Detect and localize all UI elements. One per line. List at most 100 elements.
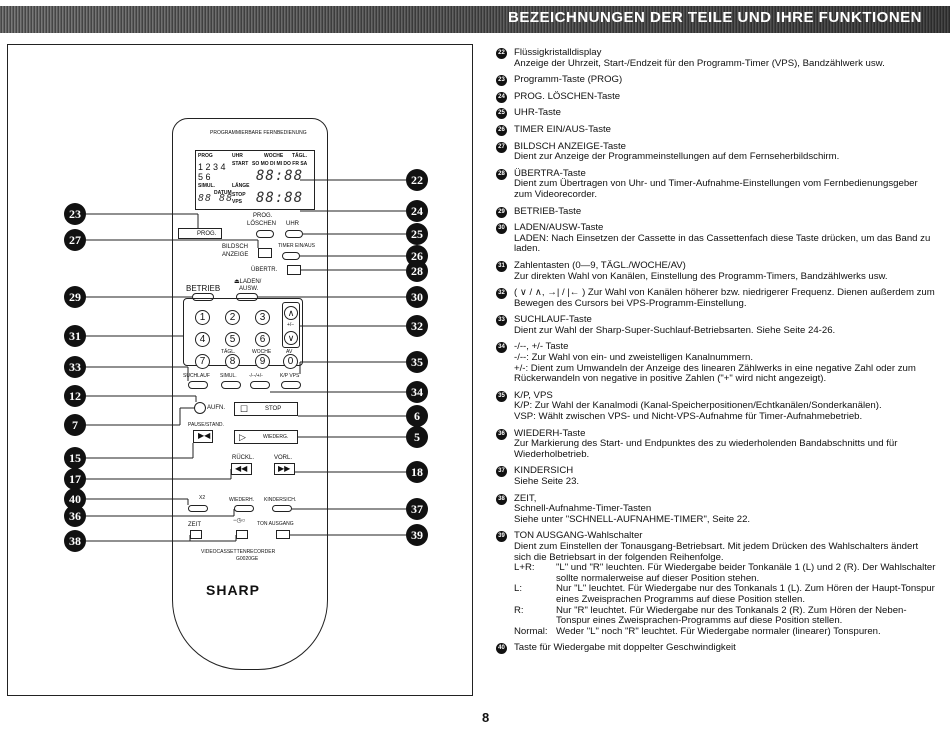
- channel-up-button[interactable]: ∧: [284, 306, 298, 320]
- av-label: AV: [286, 349, 293, 355]
- pause-label: PAUSE/STAND.: [188, 422, 224, 428]
- item-title: BILDSCH ANZEIGE-Taste: [514, 140, 626, 152]
- item-title: Programm-Taste (PROG): [514, 74, 623, 86]
- callout-18: 18: [406, 461, 428, 483]
- prog-loeschen-button[interactable]: [256, 230, 274, 238]
- uhr-button[interactable]: [285, 230, 303, 238]
- bildsch-anzeige-button[interactable]: [258, 248, 272, 258]
- item-number-badge: 29: [496, 206, 507, 218]
- numkey-5[interactable]: 5: [225, 332, 240, 347]
- item-number-badge: 37: [496, 466, 507, 478]
- item-title: K/P, VPS: [514, 389, 553, 401]
- lcd-datum: DATUM: [214, 190, 232, 196]
- timer-button[interactable]: [282, 252, 300, 260]
- item-number-badge: 35: [496, 390, 507, 402]
- callout-23: 23: [64, 203, 86, 225]
- zeit-label: ZEIT: [188, 522, 201, 528]
- callout-24: 24: [406, 200, 428, 222]
- item-number-badge: 26: [496, 124, 507, 136]
- x2-label: X2: [199, 495, 206, 501]
- clock-icon: −◷○: [233, 518, 246, 524]
- channel-down-button[interactable]: ∨: [284, 331, 298, 345]
- prog-button[interactable]: PROG.: [178, 228, 222, 239]
- item-title: Zahlentasten (0—9, TÄGL./WOCHE/AV): [514, 259, 686, 271]
- numkey-7[interactable]: 7: [195, 354, 210, 369]
- lcd-uhr: UHR: [232, 153, 243, 159]
- laden-label-2: AUSW.: [239, 286, 259, 292]
- stop-button[interactable]: ☐ STOP: [234, 402, 298, 416]
- ubertr-button[interactable]: [287, 265, 301, 275]
- kindersich-button[interactable]: [272, 505, 292, 512]
- wiederh-button[interactable]: [234, 505, 254, 512]
- wiederg-button[interactable]: ▷ WIEDERG.: [234, 430, 298, 444]
- item-text: Dient zum Übertragen von Uhr- und Timer-…: [514, 178, 918, 200]
- callout-22: 22: [406, 169, 428, 191]
- vorl-button[interactable]: ▶▶: [274, 463, 295, 475]
- lcd-time-1: 88:88: [256, 168, 304, 184]
- item-number-badge: 34: [496, 342, 507, 354]
- item-text: Dient zur Wahl der Sharp-Super-Suchlauf-…: [514, 324, 836, 336]
- item-number-badge: 38: [496, 493, 507, 505]
- lcd-segments-left: 88 88: [198, 193, 234, 204]
- pause-button[interactable]: ▶◀: [193, 430, 213, 443]
- lcd-vps: VPS: [232, 199, 243, 205]
- item-title: WIEDERH-Taste: [514, 427, 586, 439]
- zeit-button[interactable]: [190, 530, 202, 539]
- rueckl-button[interactable]: ◀◀: [231, 463, 252, 475]
- betrieb-label: BETRIEB: [186, 284, 221, 293]
- item-text: Siehe Seite 23.: [514, 476, 580, 487]
- callout-27: 27: [64, 229, 86, 251]
- callout-31: 31: [64, 325, 86, 347]
- simul-button[interactable]: [221, 381, 241, 389]
- dash-button[interactable]: [250, 381, 270, 389]
- remote-control-body: [172, 118, 328, 670]
- numkey-1[interactable]: 1: [195, 310, 210, 325]
- numkey-3[interactable]: 3: [255, 310, 270, 325]
- aufn-label: AUFN.: [207, 405, 225, 411]
- ton-mode: Normal:: [514, 625, 548, 637]
- item-title: -/--, +/- Taste: [514, 341, 569, 353]
- item-title: TON AUSGANG-Wahlschalter: [514, 530, 643, 542]
- callout-33: 33: [64, 356, 86, 378]
- lcd-stop: STOP: [232, 192, 246, 198]
- item-number-badge: 39: [496, 531, 507, 543]
- numkey-4[interactable]: 4: [195, 332, 210, 347]
- betrieb-button[interactable]: [192, 293, 214, 301]
- item-number-badge: 28: [496, 168, 507, 180]
- timer-label: TIMER EIN/AUS: [278, 243, 315, 249]
- numkey-9[interactable]: 9: [255, 354, 270, 369]
- laden-button[interactable]: [236, 293, 258, 301]
- item-text: Dient zur Anzeige der Programmeinstellun…: [514, 151, 840, 163]
- numkey-0[interactable]: 0: [283, 354, 298, 369]
- lcd-display: PROG 1 2 3 4 5 6 UHR START WOCHE TÄGL. S…: [195, 150, 315, 210]
- item-text: Zur Markierung des Start- und Endpunktes…: [514, 438, 898, 460]
- numkey-2[interactable]: 2: [225, 310, 240, 325]
- prog-loeschen-label-2: LÖSCHEN: [247, 221, 277, 227]
- dash-label: -/--/+/-: [249, 373, 263, 379]
- description-item-32: 32( ∨ / ∧, →| / |← ) Zur Wahl von Kanäle…: [496, 287, 936, 309]
- item-number-badge: 33: [496, 315, 507, 327]
- lcd-lange: LÄNGE: [232, 183, 250, 189]
- item-title: Taste für Wiedergabe mit doppelter Gesch…: [514, 642, 736, 654]
- x2-button[interactable]: [188, 505, 208, 512]
- aufn-button[interactable]: [194, 402, 206, 414]
- suchlauf-button[interactable]: [188, 381, 208, 389]
- callout-37: 37: [406, 498, 428, 520]
- callout-5: 5: [406, 426, 428, 448]
- numkey-8[interactable]: 8: [225, 354, 240, 369]
- numkey-6[interactable]: 6: [255, 332, 270, 347]
- callout-40: 40: [64, 488, 86, 510]
- timer-quick-button[interactable]: [236, 530, 248, 539]
- tonausgang-switch[interactable]: [276, 530, 290, 539]
- kpvps-button[interactable]: [281, 381, 301, 389]
- item-title: SUCHLAUF-Taste: [514, 314, 592, 326]
